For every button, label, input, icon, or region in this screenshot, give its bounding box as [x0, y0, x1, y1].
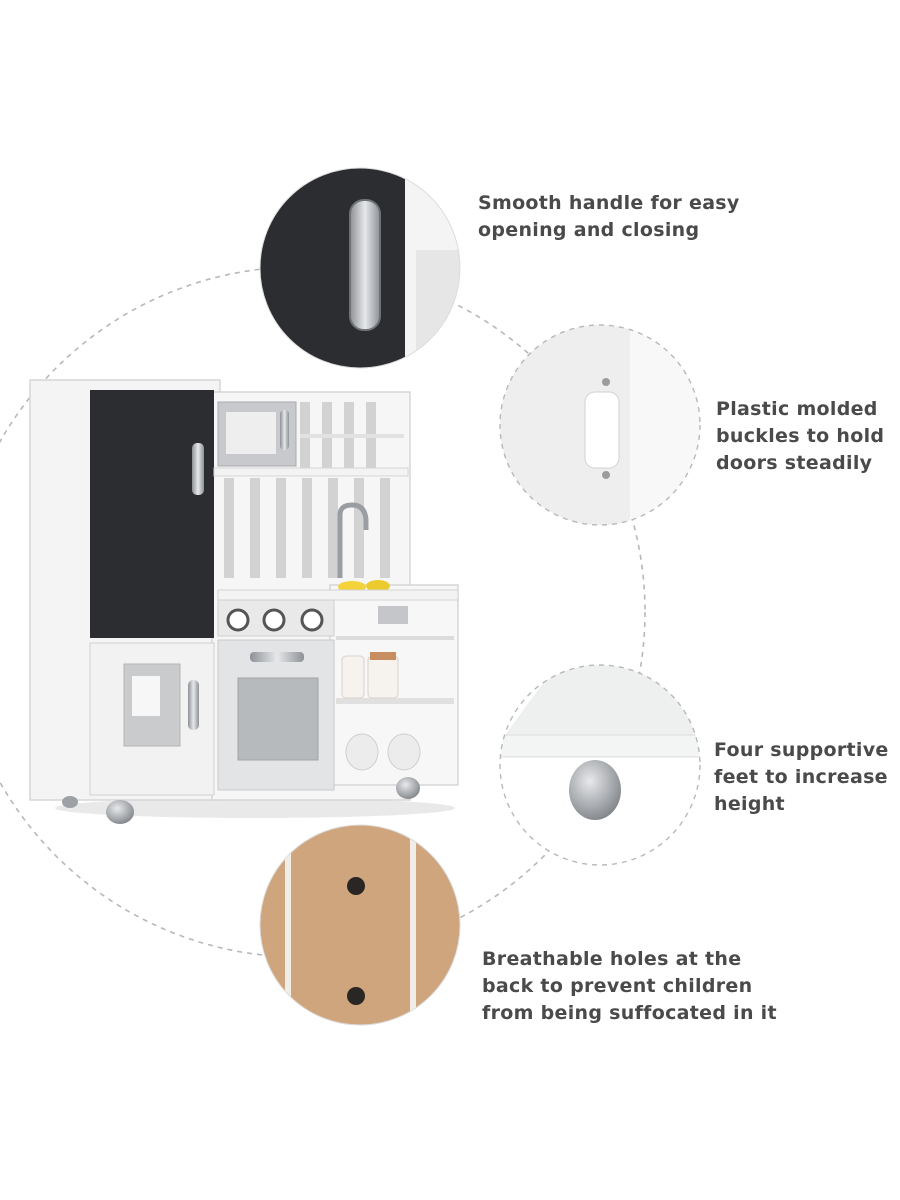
caption-buckle-line-2: buckles to hold [716, 425, 885, 447]
caption-holes-line-2: back to prevent children [482, 975, 753, 997]
caption-holes-line-1: Breathable holes at the [482, 948, 742, 970]
foot-closeup [500, 665, 700, 865]
caption-buckle-line-3: doors steadily [716, 452, 873, 474]
feet-dashed-ring [499, 664, 701, 866]
caption-feet-line-2: feet to increase [714, 766, 888, 788]
play-kitchen-image [29, 379, 459, 824]
caption-feet: Four supportive feet to increase height [714, 737, 889, 818]
caption-handle-line-2: opening and closing [478, 219, 700, 241]
caption-feet-line-1: Four supportive [714, 739, 889, 761]
caption-holes-line-3: from being suffocated in it [482, 1002, 777, 1024]
caption-holes: Breathable holes at the back to prevent … [482, 946, 777, 1027]
caption-buckle-line-1: Plastic molded [716, 398, 878, 420]
caption-buckle: Plastic molded buckles to hold doors ste… [716, 396, 884, 477]
caption-feet-line-3: height [714, 793, 785, 815]
caption-handle-line-1: Smooth handle for easy [478, 192, 740, 214]
caption-handle: Smooth handle for easy opening and closi… [478, 190, 740, 244]
back-panel-closeup [260, 825, 460, 1025]
handle-closeup [260, 168, 460, 368]
buckle-dashed-ring [499, 324, 701, 526]
